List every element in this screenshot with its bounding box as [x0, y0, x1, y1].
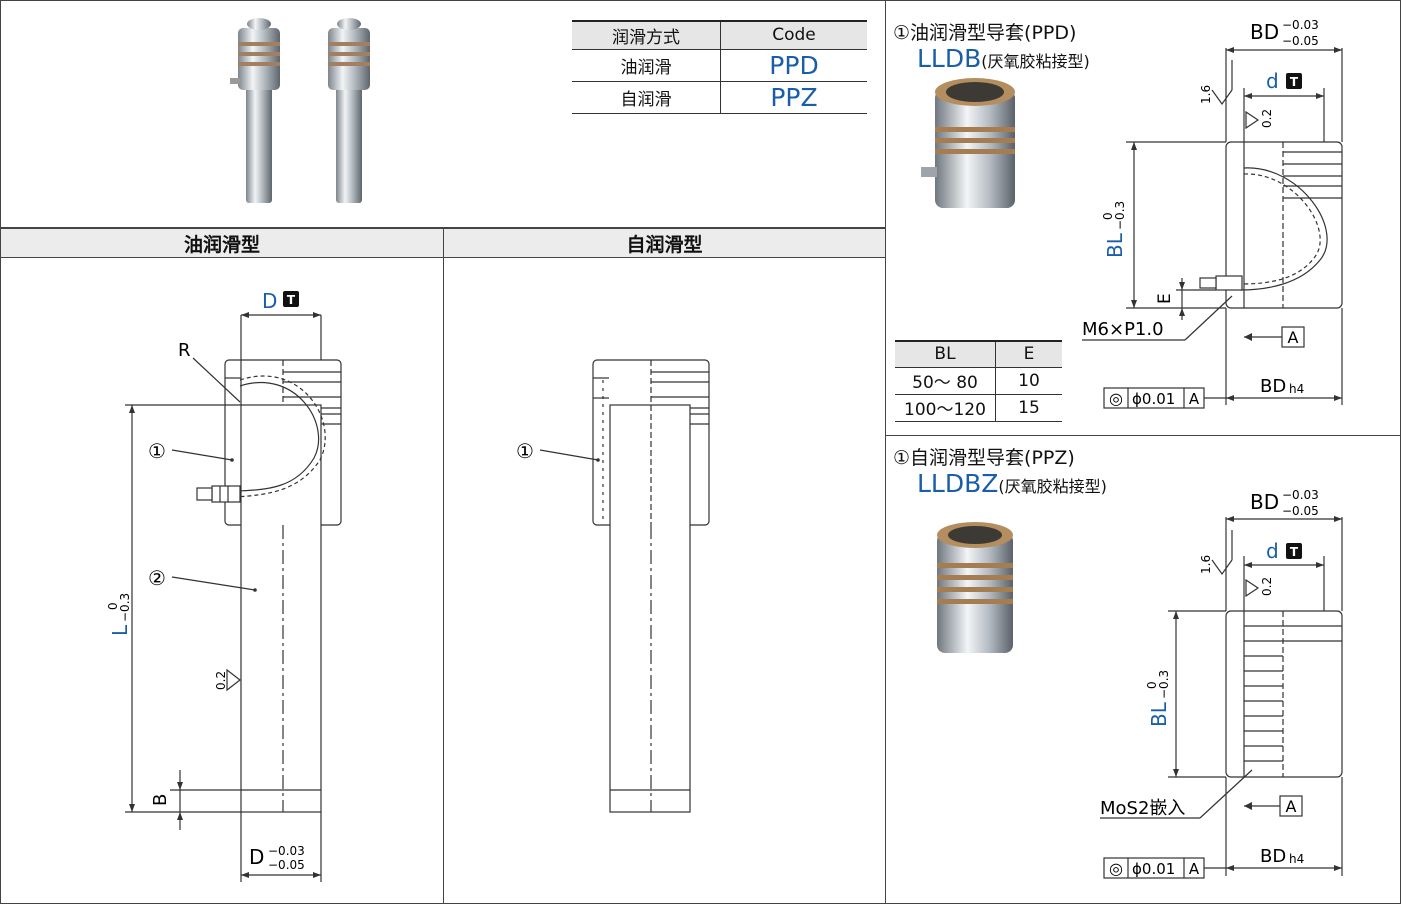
table-row: 100～120 15: [895, 394, 1062, 422]
ppz-bd-tol-lower: −0.05: [1282, 504, 1319, 518]
ppz-photo: [937, 522, 1013, 653]
dim-d-label: D: [262, 289, 277, 313]
table-row: 50～ 80 10: [895, 367, 1062, 395]
table-row: 自润滑 PPZ: [572, 81, 867, 114]
ppz-datum: A: [1286, 797, 1297, 816]
callout-1-mid: ①: [516, 439, 534, 463]
header-code: Code: [720, 20, 867, 50]
d-tol-lower: −0.05: [268, 858, 305, 872]
header-method: 润滑方式: [572, 20, 721, 50]
row-method: 自润滑: [572, 81, 721, 114]
ppz-dim-bl: BL: [1147, 701, 1171, 727]
ppz-title: ①自润滑型导套(PPZ): [893, 447, 1075, 469]
row-bl: 100～120: [895, 394, 996, 422]
ppz-mos2: MoS2嵌入: [1100, 798, 1185, 819]
ppz-coax-datum: A: [1189, 860, 1200, 878]
ppz-coax-value: ϕ0.01: [1132, 860, 1175, 878]
ppz-model: LLDBZ(厌氧胶粘接型): [917, 469, 1107, 498]
ppd-bl-tol-upper: 0: [1101, 212, 1115, 220]
ppd-dim-bl: BL: [1103, 232, 1127, 258]
ppd-coax-symbol: ◎: [1109, 389, 1123, 408]
ppz-bd-tol-upper: −0.03: [1282, 488, 1319, 502]
row-method: 油润滑: [572, 49, 721, 82]
ppz-bl-tol-lower: −0.3: [1157, 670, 1171, 699]
ppz-coax-symbol: ◎: [1109, 859, 1123, 878]
product-photo-pins: [230, 18, 370, 203]
ppd-h4: h4: [1289, 382, 1304, 396]
dim-d-bottom-label: D: [249, 845, 264, 869]
self-lubrication-drawing: ①: [516, 359, 710, 813]
d-tol-upper: −0.03: [268, 844, 305, 858]
ppz-dim-d: d: [1266, 539, 1279, 563]
ppz-drawing: BD −0.03 −0.05 d T 1.6 0.2 BL 0 −0.3 MoS…: [1100, 488, 1343, 879]
ppd-t-mark: T: [1290, 75, 1299, 89]
ppz-t-mark: T: [1290, 545, 1299, 559]
row-e: 15: [995, 394, 1062, 422]
ppd-thread: M6×P1.0: [1082, 319, 1164, 340]
ppd-coax-datum: A: [1189, 390, 1200, 408]
row-e: 10: [995, 367, 1062, 395]
ppd-drawing: BD −0.03 −0.05 d T 1.6 0.2 BL 0 −0.3 E M…: [1082, 18, 1343, 409]
ppd-bd-tol-lower: −0.05: [1282, 34, 1319, 48]
ppd-model-note: (厌氧胶粘接型): [981, 52, 1090, 71]
ppd-dim-bd: BD: [1250, 20, 1279, 44]
ppd-dim-d: d: [1266, 69, 1279, 93]
ppz-rough-1: 1.6: [1199, 555, 1213, 574]
t-mark: T: [287, 293, 296, 307]
ppz-model-note: (厌氧胶粘接型): [998, 477, 1107, 496]
callout-1: ①: [148, 439, 166, 463]
ppd-bd-tol-upper: −0.03: [1282, 18, 1319, 32]
header-bl: BL: [895, 340, 996, 368]
ppd-title: ①油润滑型导套(PPD): [893, 22, 1077, 44]
ppd-rough-1: 1.6: [1199, 85, 1213, 104]
ppd-dim-bdh4: BD: [1260, 376, 1286, 397]
oil-lubrication-drawing: D T R ① ② L 0 −0.3 B 0.2 D −0.03 −0.05: [106, 289, 342, 882]
row-code: PPZ: [720, 81, 867, 114]
lubrication-code-table: 润滑方式 Code 油润滑 PPD 自润滑 PPZ: [572, 20, 867, 114]
ppz-dim-bdh4: BD: [1260, 846, 1286, 867]
ppd-photo: [921, 78, 1015, 208]
dim-b-label: B: [150, 794, 171, 806]
r-label: R: [178, 340, 191, 361]
ppz-h4: h4: [1289, 852, 1304, 866]
ppd-bl-tol-lower: −0.3: [1113, 201, 1127, 230]
ppd-model: LLDB(厌氧胶粘接型): [917, 44, 1090, 73]
row-bl: 50～ 80: [895, 367, 996, 395]
row-code: PPD: [720, 49, 867, 82]
ppz-dim-bd: BD: [1250, 490, 1279, 514]
table-row: 油润滑 PPD: [572, 49, 867, 82]
header-e: E: [995, 340, 1062, 368]
ppz-rough-2: 0.2: [1260, 577, 1274, 596]
ppd-dim-e: E: [1155, 293, 1175, 304]
ppd-coax-value: ϕ0.01: [1132, 390, 1175, 408]
ppz-bl-tol-upper: 0: [1145, 681, 1159, 689]
section-header-oil: 油润滑型: [0, 228, 444, 258]
callout-2: ②: [148, 566, 166, 590]
dim-l-label: L: [108, 624, 132, 636]
ppd-datum: A: [1288, 328, 1299, 347]
roughness-value: 0.2: [214, 671, 228, 690]
bl-e-table: BL E 50～ 80 10 100～120 15: [895, 340, 1062, 422]
l-tol-upper: 0: [106, 602, 120, 610]
section-header-self: 自润滑型: [443, 228, 886, 258]
ppd-rough-2: 0.2: [1260, 109, 1274, 128]
l-tol-lower: −0.3: [118, 593, 132, 622]
